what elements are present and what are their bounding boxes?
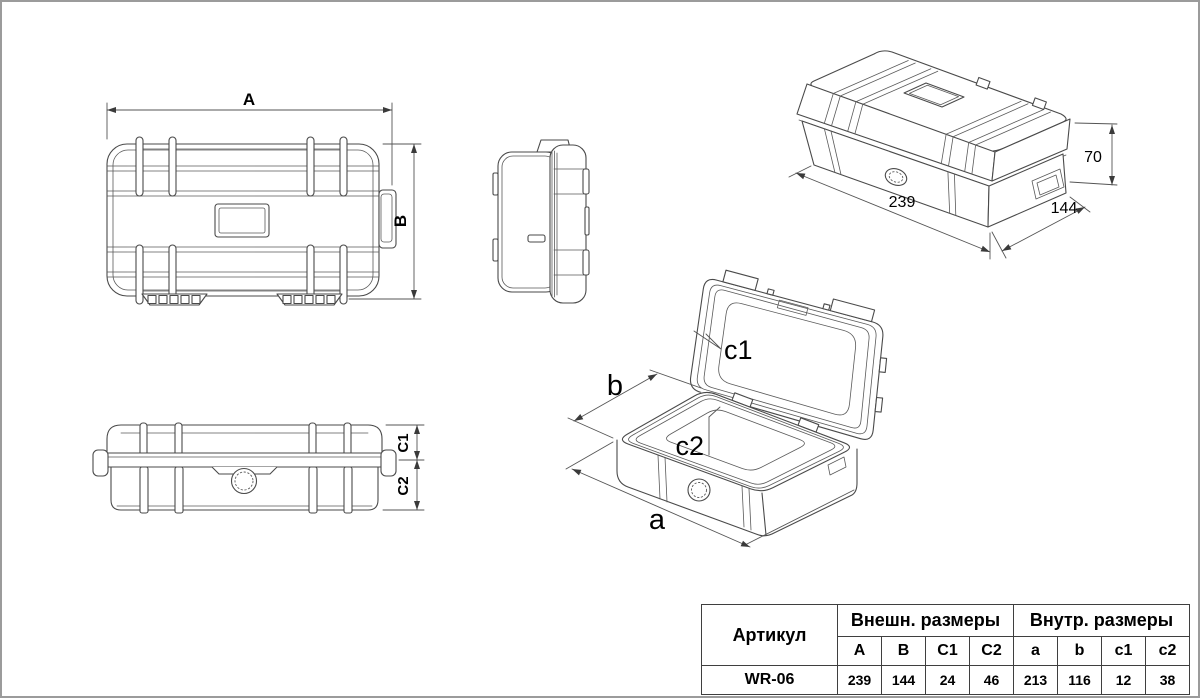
base-details [824,128,1065,216]
end-view-case [492,139,590,304]
base-walls [616,439,858,537]
end-view-drawing [492,139,590,304]
hinge-combs [141,293,343,306]
column-header-C1: C1 [925,636,970,666]
top-view-drawing: A B [106,90,422,306]
value-C2: 46 [969,665,1014,695]
column-header-a: a [1013,636,1058,666]
value-a: 213 [1013,665,1058,695]
outer-dimensions-header-cell: Внешн. размеры [837,604,1014,637]
dimension-a: a [565,441,855,548]
lid-straps [823,60,1051,175]
label-plate [903,82,965,108]
rib-bands [106,165,380,278]
dimension-239: 239 [788,165,991,260]
value-A: 239 [837,665,882,695]
front-view-drawing: C1 C2 [92,422,425,514]
latch-knob [884,168,908,186]
article-header-cell: Артикул [701,604,838,666]
side-latch [378,189,397,249]
top-view-case [106,136,397,306]
dim-c2-label: C2 [395,476,412,495]
dim-a-label: a [649,504,666,536]
lid-right-face [991,118,1071,182]
iso-closed-drawing: 239 144 70 [788,50,1118,260]
dimension-70: 70 [1069,122,1118,186]
value-b: 116 [1057,665,1102,695]
handle-tab [527,234,546,243]
iso-closed-case [796,50,1071,228]
seal-lines [551,150,558,298]
column-header-B: B [881,636,926,666]
article-value-cell: WR-06 [701,665,838,695]
dim-height-label: 70 [1084,149,1102,166]
dim-c1-label: c1 [724,335,753,365]
dim-depth-label: 144 [1051,200,1078,217]
strap-tabs [135,136,348,305]
column-header-b: b [1057,636,1102,666]
dim-c1-label: C1 [395,433,412,452]
column-header-C2: C2 [969,636,1014,666]
column-header-c2: c2 [1145,636,1190,666]
dimension-b: b [567,369,702,439]
dim-c2-label: c2 [675,431,704,461]
dim-a-label: A [243,90,255,109]
column-header-c1: c1 [1101,636,1146,666]
dimensions-table: Артикул Внешн. размеры Внутр. размеры A … [701,604,1190,695]
value-B: 144 [881,665,926,695]
dimension-C2: C2 [382,459,425,511]
hinge-lip [92,449,109,477]
base-right-face [987,153,1067,228]
iso-open-drawing: c1 c2 b a [565,269,888,548]
dimension-144: 144 [991,196,1091,259]
latch-lip [380,449,397,477]
dim-b-label: b [607,370,623,402]
center-latch [211,466,278,495]
column-header-A: A [837,636,882,666]
dimension-C1: C1 [385,424,425,461]
leader-c1: c1 [693,330,753,365]
table-row: WR-06 239 144 24 46 213 116 12 38 [701,665,1190,695]
base-rim [621,391,851,492]
label-plate [214,203,270,238]
iso-open-case: c1 c2 [616,269,888,537]
leader-c2: c2 [675,406,721,461]
value-c2: 38 [1145,665,1190,695]
front-view-case [92,422,397,514]
lid-ribs [553,168,590,276]
dim-length-label: 239 [889,194,916,211]
value-C1: 24 [925,665,970,695]
dimension-B: B [348,143,422,300]
inner-dimensions-header-cell: Внутр. размеры [1013,604,1190,637]
rim-band [92,452,397,468]
dim-b-label: B [391,215,410,227]
dimension-A: A [106,90,393,186]
value-c1: 12 [1101,665,1146,695]
